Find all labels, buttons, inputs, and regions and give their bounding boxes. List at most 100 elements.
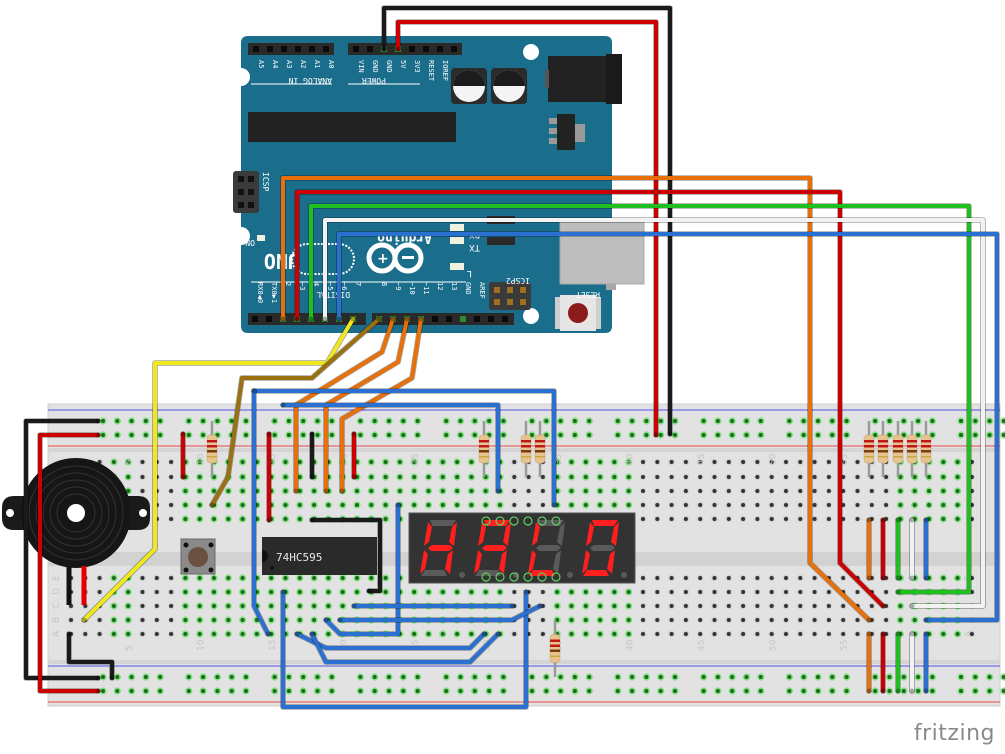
digital-pin-label: ~6 xyxy=(340,282,348,290)
breadboard-hole-center xyxy=(955,489,960,493)
breadboard-hole-center xyxy=(626,503,631,507)
breadboard-hole-center xyxy=(201,689,206,693)
breadboard-hole-center xyxy=(372,433,377,437)
resistor-band xyxy=(207,456,217,458)
display-pin-marker xyxy=(551,516,561,526)
breadboard-hole-center xyxy=(483,489,488,493)
breadboard-hole-center xyxy=(312,590,317,594)
breadboard-hole-center xyxy=(140,590,145,594)
breadboard-hole-center xyxy=(530,433,534,437)
breadboard-hole-center xyxy=(226,517,231,521)
breadboard-hole-center xyxy=(641,632,645,636)
breadboard-hole-center xyxy=(587,419,592,423)
breadboard-hole-center xyxy=(855,632,860,636)
breadboard-hole-center xyxy=(569,632,574,636)
breadboard-hole-center xyxy=(101,675,105,679)
breadboard-hole-center xyxy=(655,503,660,507)
breadboard-hole-center xyxy=(641,618,645,622)
buzzer-center xyxy=(67,504,85,522)
breadboard-hole-center xyxy=(111,576,116,580)
breadboard-hole-center xyxy=(83,632,88,636)
breadboard-hole-center xyxy=(841,576,846,580)
wire-orange-pin11-end xyxy=(418,316,424,322)
smd-chip xyxy=(487,237,515,245)
breadboard-hole-center xyxy=(126,632,131,636)
breadboard-hole-center xyxy=(630,689,635,693)
breadboard-hole-center xyxy=(301,433,306,437)
header-pin xyxy=(253,46,259,52)
breadboard-hole-center xyxy=(812,590,817,594)
mount-hole xyxy=(232,227,250,245)
breadboard-hole-center xyxy=(297,604,302,608)
digit-3-decimal-point xyxy=(567,572,573,578)
breadboard-hole-center xyxy=(987,433,992,437)
breadboard-hole-center xyxy=(426,475,431,479)
breadboard-hole-center xyxy=(612,632,617,636)
breadboard-hole-center xyxy=(784,604,788,608)
breadboard-hole-center xyxy=(744,675,749,679)
column-label-bottom: 45 xyxy=(697,640,707,651)
digital-pin-label: ~3 xyxy=(298,282,306,290)
breadboard-hole-center xyxy=(973,689,978,693)
column-label-bottom: 25 xyxy=(411,640,421,651)
breadboard-hole-center xyxy=(787,675,792,679)
breadboard-hole-center xyxy=(469,503,474,507)
breadboard-hole-center xyxy=(741,503,746,507)
mount-hole xyxy=(523,308,539,324)
breadboard-hole-center xyxy=(784,517,788,521)
analog-header xyxy=(248,43,334,55)
breadboard-hole-center xyxy=(458,419,463,423)
breadboard-hole-center xyxy=(698,576,703,580)
breadboard-hole-center xyxy=(898,503,903,507)
breadboard-hole-center xyxy=(655,576,660,580)
breadboard-hole-center xyxy=(283,460,288,464)
breadboard-hole-center xyxy=(869,489,874,493)
wire-brown-pin8-end xyxy=(209,502,215,508)
seven-segment-display xyxy=(408,512,636,584)
breadboard-hole-center xyxy=(673,689,677,693)
breadboard-hole-center xyxy=(641,460,645,464)
breadboard-hole-center xyxy=(244,689,248,693)
wire-red-bus-end xyxy=(294,316,300,322)
digit-1-decimal-point xyxy=(459,572,465,578)
breadboard-hole-center xyxy=(712,590,717,594)
reset-button[interactable] xyxy=(555,295,601,331)
breadboard-hole-center xyxy=(197,489,202,493)
wire-black-buzzer xyxy=(67,632,114,680)
wire-right-jumper-end xyxy=(866,575,872,581)
wire-blue-bottom xyxy=(281,590,528,709)
breadboard-hole-center xyxy=(383,503,388,507)
breadboard-hole-center xyxy=(787,433,792,437)
breadboard-hole-center xyxy=(197,604,202,608)
breadboard-hole-center xyxy=(855,517,860,521)
display-pin-marker xyxy=(537,572,547,582)
breadboard-hole-center xyxy=(726,489,731,493)
breadboard-hole-center xyxy=(884,618,889,622)
breadboard-hole-center xyxy=(927,489,931,493)
breadboard-hole-center xyxy=(755,604,760,608)
breadboard-hole-center xyxy=(269,632,274,636)
breadboard-hole-center xyxy=(312,503,317,507)
wire-blue-bottom-end xyxy=(523,589,529,595)
breadboard-hole-center xyxy=(626,590,631,594)
wire-right-jumper-end xyxy=(866,517,872,523)
digital-pin-label: 2 xyxy=(284,282,292,286)
breadboard-hole-center xyxy=(444,433,449,437)
breadboard-hole-center xyxy=(240,618,245,622)
tx-led xyxy=(450,237,464,244)
breadboard-hole-center xyxy=(583,604,588,608)
breadboard-hole-center xyxy=(801,675,806,679)
breadboard-hole-center xyxy=(644,419,649,423)
breadboard-hole-center xyxy=(916,419,921,423)
breadboard-hole-center xyxy=(355,489,359,493)
breadboard-hole-center xyxy=(469,489,474,493)
breadboard-hole-center xyxy=(683,632,688,636)
breadboard-hole-center xyxy=(826,618,831,622)
breadboard-hole-center xyxy=(140,489,145,493)
wire-right-jumper-end xyxy=(880,688,886,694)
pushbutton[interactable] xyxy=(180,538,216,575)
breadboard-hole-center xyxy=(726,475,731,479)
breadboard-hole-center xyxy=(930,433,935,437)
wire-black-chip-end xyxy=(309,517,315,523)
breadboard-hole-center xyxy=(683,618,688,622)
